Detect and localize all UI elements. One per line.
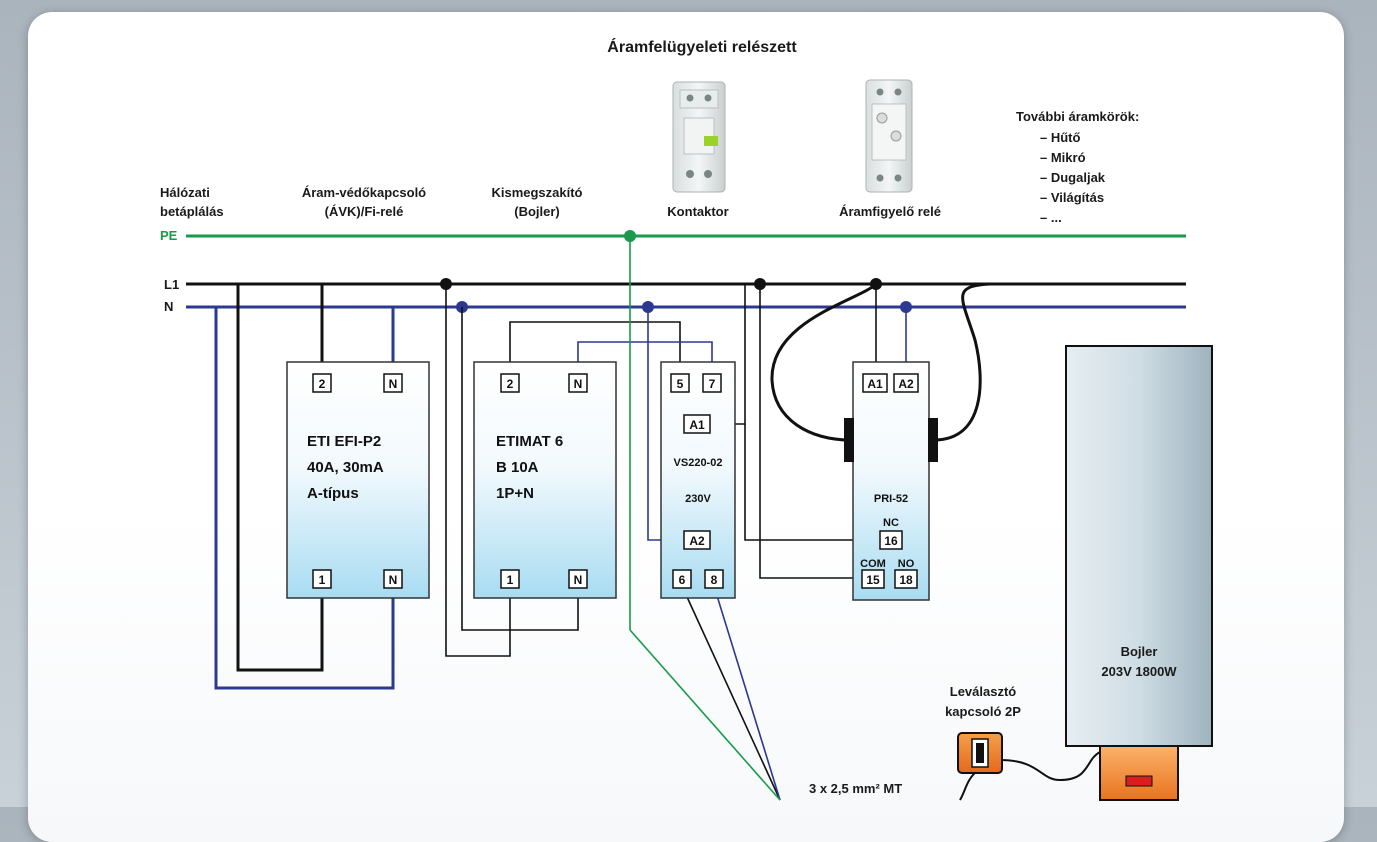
circuit-item: – Dugaljak — [1040, 170, 1106, 185]
terminal: A1 — [867, 377, 883, 391]
mcb-out-l — [509, 321, 681, 372]
mcb-out-n — [577, 341, 713, 372]
out-n-wire — [713, 585, 781, 801]
mcb-device: 2 N ETIMAT 6 B 10A 1P+N 1 N — [473, 361, 617, 599]
terminal: N — [389, 573, 398, 587]
terminal: 1 — [507, 573, 514, 587]
contactor-line-2: 230V — [685, 493, 711, 505]
terminal: 15 — [866, 573, 880, 587]
terminal: N — [574, 377, 583, 391]
contactor-line-1: VS220-02 — [674, 457, 723, 469]
terminal: 6 — [679, 573, 686, 587]
sense-loop-out — [933, 282, 991, 442]
contactor-device: 5 7 A1 VS220-02 230V A2 6 8 — [660, 361, 736, 599]
terminal: A2 — [689, 534, 705, 548]
isolator-label-2: kapcsoló 2P — [945, 704, 1021, 719]
boiler-heater — [1099, 745, 1179, 801]
out-l-wire — [681, 585, 781, 801]
rcd-label-1: Áram-védőkapcsoló — [302, 185, 426, 200]
rcd-line-1: ETI EFI-P2 — [307, 433, 381, 450]
boiler-label-2: 203V 1800W — [1101, 664, 1177, 679]
rcd-device: 2 N ETI EFI-P2 40A, 30mA A-típus 1 N — [286, 361, 430, 599]
rcd-line-3: A-típus — [307, 485, 359, 502]
monitor-label: Áramfigyelő relé — [839, 204, 941, 219]
circuit-item: – Mikró — [1040, 150, 1086, 165]
supply-label-1: Hálózati — [160, 185, 210, 200]
rcd-line-2: 40A, 30mA — [307, 459, 384, 476]
diagram-title: Áramfelügyeleti relészett — [607, 37, 797, 56]
monitor-name: PRI-52 — [874, 493, 908, 505]
mcb-feed-n — [461, 307, 579, 631]
boiler-label-1: Bojler — [1121, 644, 1158, 659]
diagram-stage: Áramfelügyeleti relészett Hálózati betáp… — [28, 12, 1344, 842]
supply-label-2: betáplálás — [160, 204, 224, 219]
l1-label: L1 — [164, 277, 179, 292]
circuit-item: – Világítás — [1040, 190, 1104, 205]
isolator-in-wire — [959, 769, 979, 801]
pe-label: PE — [160, 228, 178, 243]
terminal: N — [389, 377, 398, 391]
current-sensor-right — [928, 418, 938, 462]
terminal: 1 — [319, 573, 326, 587]
cable-label: 3 x 2,5 mm² MT — [809, 781, 902, 796]
com-wire — [759, 284, 860, 579]
nc-label: NC — [883, 517, 899, 529]
terminal: 7 — [709, 377, 716, 391]
isolator-switch[interactable] — [957, 732, 1003, 774]
monitor-relay-device: A1 A2 PRI-52 NC 16 COM NO 15 18 — [844, 361, 938, 601]
nc-wire — [744, 424, 860, 541]
terminal: 2 — [319, 377, 326, 391]
isolator-label-1: Leválasztó — [950, 684, 1017, 699]
sense-loop-in — [770, 282, 878, 442]
isolator-out-wire — [999, 751, 1101, 782]
current-sensor-left — [844, 418, 854, 462]
contactor-image — [672, 81, 726, 193]
pe-out-wire — [629, 629, 781, 801]
wiring-diagram: Áramfelügyeleti relészett Hálózati betáp… — [160, 37, 1213, 801]
terminal: 8 — [711, 573, 718, 587]
terminal: A1 — [689, 418, 705, 432]
circuit-item: – Hűtő — [1040, 130, 1081, 145]
supply-l1-wire — [186, 282, 324, 672]
terminal: 5 — [677, 377, 684, 391]
circuits-heading: További áramkörök: — [1016, 109, 1139, 124]
terminal: A2 — [898, 377, 914, 391]
mcb-line-3: 1P+N — [496, 485, 534, 502]
supply-n-wire — [186, 305, 395, 690]
rcd-label-2: (ÁVK)/Fi-relé — [325, 204, 404, 219]
terminal: 16 — [884, 534, 898, 548]
terminal: N — [574, 573, 583, 587]
mcb-line-2: B 10A — [496, 459, 539, 476]
terminal: 2 — [507, 377, 514, 391]
circuit-item: – ... — [1040, 210, 1062, 225]
mcb-label-1: Kismegszakító — [491, 185, 582, 200]
contactor-label: Kontaktor — [667, 204, 728, 219]
monitor-relay-image — [865, 79, 913, 193]
boiler-indicator — [1125, 775, 1153, 787]
mcb-label-2: (Bojler) — [514, 204, 560, 219]
no-label: NO — [898, 558, 915, 570]
n-label: N — [164, 299, 173, 314]
boiler: Bojler 203V 1800W — [1065, 345, 1213, 801]
mcb-line-1: ETIMAT 6 — [496, 433, 563, 450]
com-label: COM — [860, 558, 886, 570]
mcb-feed-l1 — [445, 284, 511, 657]
terminal: 18 — [899, 573, 913, 587]
